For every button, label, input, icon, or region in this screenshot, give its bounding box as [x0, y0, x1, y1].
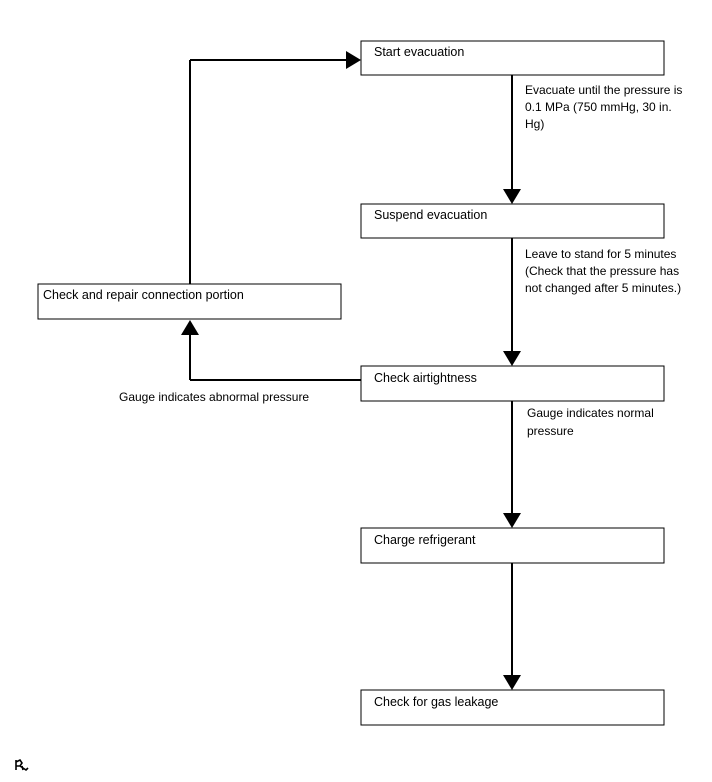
box-charge-refrigerant-label: Charge refrigerant [374, 533, 476, 547]
box-charge-refrigerant: Charge refrigerant [360, 527, 665, 564]
arrowhead-down-leak [503, 675, 521, 690]
box-check-airtightness-label: Check airtightness [374, 371, 477, 385]
box-check-repair-connection: Check and repair connection portion [37, 283, 342, 320]
arrowhead-right-start [346, 51, 361, 69]
note-evacuate-line-2: 0.1 MPa (750 mmHg, 30 in. [525, 100, 672, 114]
note-stand-five-minutes: Leave to stand for 5 minutes (Check that… [525, 247, 681, 295]
arrowhead-down-charge [503, 513, 521, 528]
box-suspend-evacuation-label: Suspend evacuation [374, 208, 487, 222]
arrowhead-down-airtight [503, 351, 521, 366]
arrowhead-up-repair [181, 320, 199, 335]
note-evacuate-line-3: Hg) [525, 117, 544, 131]
note-evacuate-pressure: Evacuate until the pressure is 0.1 MPa (… [525, 83, 682, 131]
box-start-evacuation: Start evacuation [360, 40, 665, 76]
note-normal-pressure: Gauge indicates normal pressure [527, 406, 654, 438]
box-check-airtightness: Check airtightness [360, 365, 665, 402]
box-check-gas-leakage: Check for gas leakage [360, 689, 665, 726]
arrowhead-down-suspend [503, 189, 521, 204]
note-evacuate-line-1: Evacuate until the pressure is [525, 83, 682, 97]
note-stand-line-3: not changed after 5 minutes.) [525, 281, 681, 295]
note-stand-line-1: Leave to stand for 5 minutes [525, 247, 676, 261]
note-stand-line-2: (Check that the pressure has [525, 264, 679, 278]
box-suspend-evacuation: Suspend evacuation [360, 203, 665, 239]
note-normal-line-1: Gauge indicates normal [527, 406, 654, 420]
box-start-evacuation-label: Start evacuation [374, 45, 464, 59]
corner-mark-icon [15, 758, 29, 772]
note-abnormal-pressure: Gauge indicates abnormal pressure [119, 390, 309, 404]
box-check-repair-connection-label: Check and repair connection portion [43, 288, 244, 302]
note-normal-line-2: pressure [527, 424, 574, 438]
box-check-gas-leakage-label: Check for gas leakage [374, 695, 498, 709]
